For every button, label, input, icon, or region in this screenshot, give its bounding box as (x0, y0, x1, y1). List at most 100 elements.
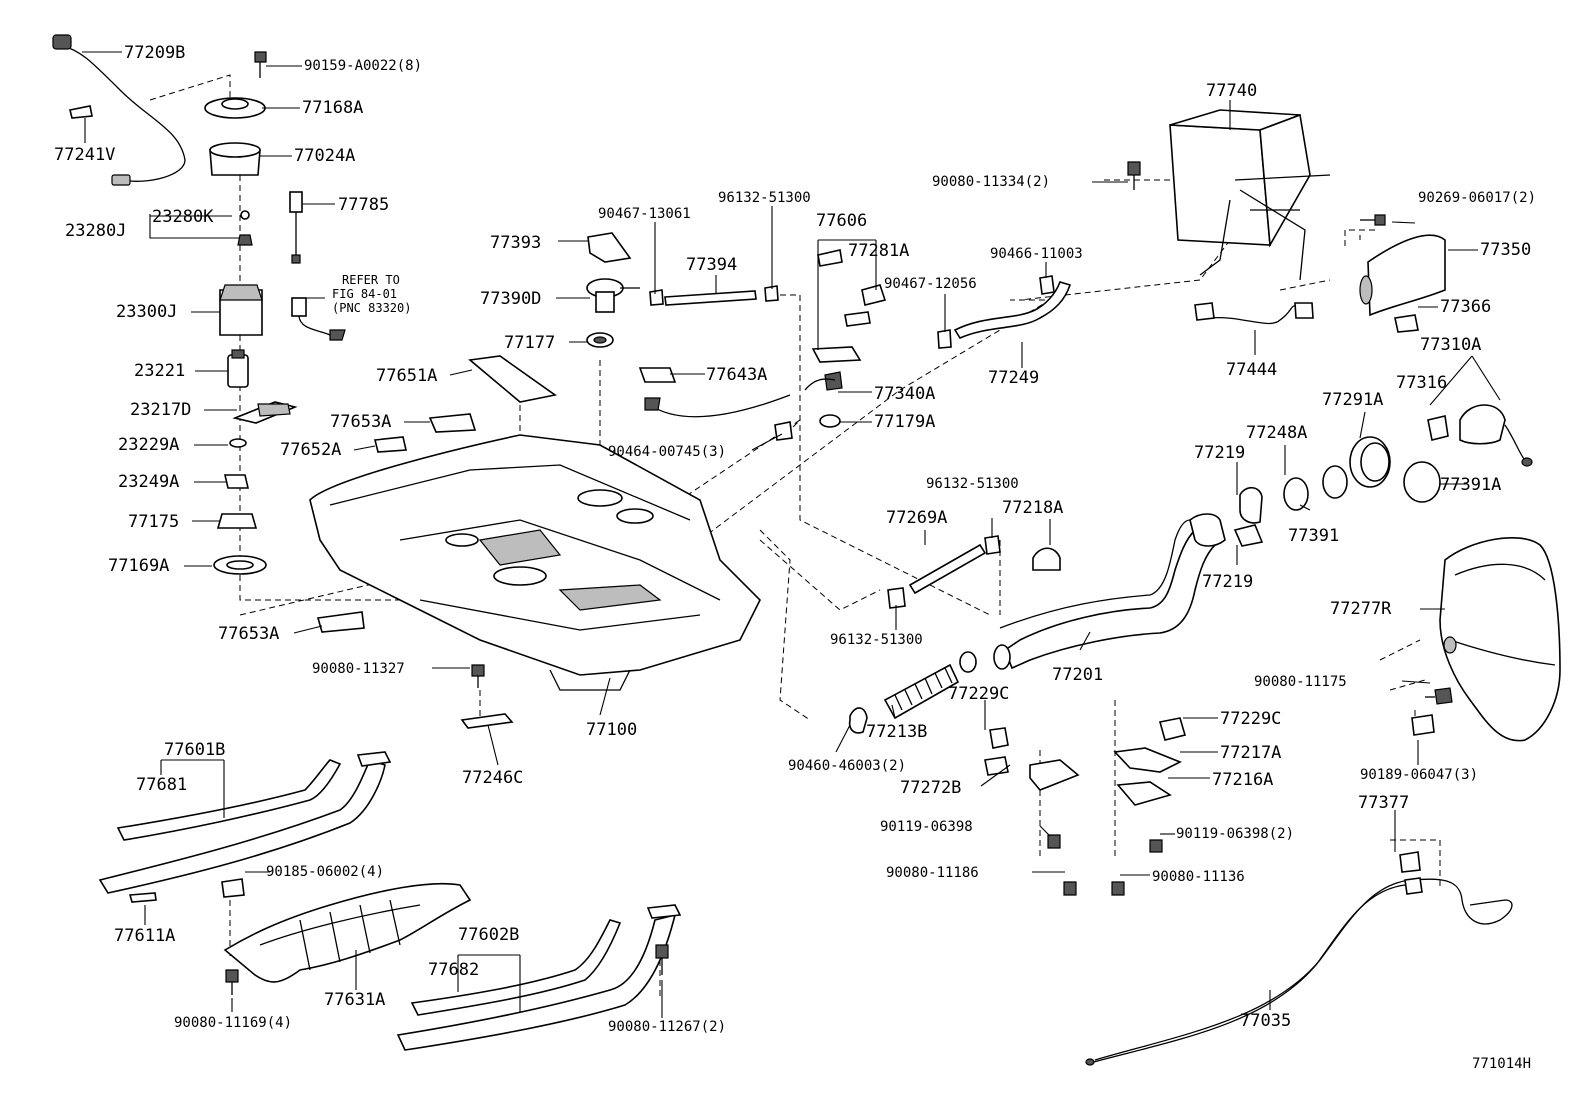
canister-vent-line (1194, 302, 1314, 325)
pipe-bracket-upper (1113, 747, 1182, 773)
label-90080-11136: 90080-11136 (1152, 869, 1245, 885)
label-90460-46003: 90460-46003(2) (788, 758, 906, 774)
vent-valve (586, 278, 640, 313)
figure-id: 771014H (1472, 1056, 1531, 1072)
fuel-door-lid (1359, 234, 1446, 317)
label-77229C-left: 77229C (948, 684, 1009, 704)
label-23229A: 23229A (118, 435, 179, 455)
fuel-door-screw (1360, 214, 1386, 226)
label-77179A: 77179A (874, 412, 935, 432)
fuel-door-spring (1394, 314, 1419, 333)
label-77350: 77350 (1480, 240, 1531, 260)
fuel-tank (309, 434, 761, 691)
label-77246C: 77246C (462, 768, 523, 788)
label-90119-06398-right: 90119-06398(2) (1176, 826, 1294, 842)
label-90080-11186: 90080-11186 (886, 865, 979, 881)
pressure-regulator (237, 210, 253, 246)
label-77740: 77740 (1206, 81, 1257, 101)
label-90269-06017: 90269-06017(2) (1418, 190, 1536, 206)
canister-bolt (1127, 161, 1141, 190)
refer-note-line2: FIG 84-01 (332, 287, 397, 301)
pump-bolt (254, 51, 267, 78)
pump-gasket-large (213, 555, 267, 575)
label-77611A: 77611A (114, 926, 175, 946)
fuel-pump-motor (227, 349, 249, 388)
label-77201: 77201 (1052, 665, 1103, 685)
label-77377: 77377 (1358, 793, 1409, 813)
breather-clamps (811, 249, 887, 363)
label-23217D: 23217D (130, 400, 191, 420)
label-77219-top: 77219 (1194, 443, 1245, 463)
label-77277R: 77277R (1330, 599, 1392, 619)
hose-clip-e (887, 587, 906, 609)
tank-band-front (98, 751, 392, 894)
filler-clamp-bottom (1233, 524, 1264, 547)
label-77602B: 77602B (458, 925, 519, 945)
tank-protector (221, 878, 472, 983)
label-77272B: 77272B (900, 778, 961, 798)
label-90119-06398-left: 90119-06398 (880, 819, 973, 835)
breather-pipe-hose (908, 543, 987, 595)
filler-neck-ring (1349, 436, 1391, 488)
label-77682: 77682 (428, 960, 479, 980)
pump-bracket (209, 142, 261, 176)
label-77340A: 77340A (874, 384, 935, 404)
refer-note-line3: (PNC 83320) (332, 301, 411, 315)
sender-connector (804, 371, 843, 391)
label-90080-11169: 90080-11169(4) (174, 1015, 292, 1031)
fuel-sender-gauge (52, 34, 186, 186)
label-77653A-bottom: 77653A (218, 624, 279, 644)
label-23249A: 23249A (118, 472, 179, 492)
breather-hose (953, 281, 1072, 340)
protector-clip (1411, 714, 1435, 736)
label-90080-11334: 90080-11334(2) (932, 174, 1050, 190)
label-77217A: 77217A (1220, 743, 1281, 763)
label-77281A: 77281A (848, 241, 909, 261)
fuel-filter-strainer (232, 401, 298, 424)
label-77213B: 77213B (866, 722, 927, 742)
filler-pipe (993, 513, 1226, 670)
pump-gasket (229, 438, 247, 448)
label-77248A: 77248A (1246, 423, 1307, 443)
wire-connector (291, 297, 346, 341)
bolts-center (1047, 834, 1163, 896)
label-90467-13061: 90467-13061 (598, 206, 691, 222)
pipe-bracket-left (1029, 759, 1080, 791)
pipe-clamp-left (984, 727, 1009, 776)
label-77100: 77100 (586, 720, 637, 740)
label-77601B: 77601B (164, 740, 225, 760)
pump-clip (223, 474, 250, 489)
pipe-bracket-lower (1116, 781, 1172, 806)
label-77391: 77391 (1288, 526, 1339, 546)
protector-bolt-left (225, 969, 239, 995)
tank-band-rear (396, 904, 682, 1051)
label-77394: 77394 (686, 255, 737, 275)
band-pad (128, 892, 157, 903)
label-77316: 77316 (1396, 373, 1447, 393)
label-77310A: 77310A (1420, 335, 1481, 355)
label-77168A: 77168A (302, 98, 363, 118)
refer-note-line1: REFER TO (342, 273, 400, 287)
label-77785: 77785 (338, 195, 389, 215)
label-77024A: 77024A (294, 146, 355, 166)
label-90189-06047: 90189-06047(3) (1360, 767, 1478, 783)
fuel-pump-assembly (219, 284, 263, 336)
label-77219-bottom: 77219 (1202, 572, 1253, 592)
sender-gasket (819, 414, 841, 428)
label-77218A: 77218A (1002, 498, 1063, 518)
hose-clip-b (764, 285, 779, 302)
part-labels: 77209B 90159-A0022(8) 77168A 77241V 7702… (54, 43, 1536, 1072)
o-ring-large (1403, 461, 1441, 503)
label-96132-51300-low: 96132-51300 (830, 632, 923, 648)
vent-valve-cover (587, 232, 632, 263)
label-77291A: 77291A (1322, 390, 1383, 410)
charcoal-canister (1169, 109, 1331, 281)
vent-hose-straight (664, 290, 757, 306)
label-90185-06002: 90185-06002(4) (266, 864, 384, 880)
label-23280K: 23280K (152, 207, 214, 227)
pump-cushion (216, 513, 258, 529)
label-77390D: 77390D (480, 289, 541, 309)
hose-clip-d (984, 535, 1001, 555)
label-77651A: 77651A (376, 366, 437, 386)
filler-gasket (1283, 477, 1309, 511)
